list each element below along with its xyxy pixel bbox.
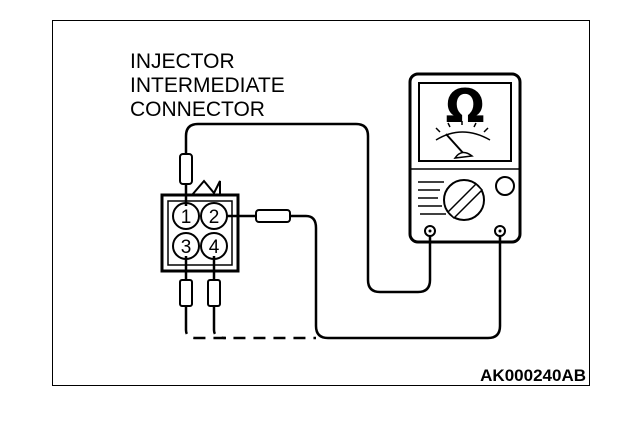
title-line-3: CONNECTOR: [130, 98, 265, 121]
harness-terminal-4: [207, 279, 221, 307]
meter-display: [418, 82, 512, 162]
harness-continuation: [184, 322, 316, 340]
ohmmeter: [408, 72, 522, 244]
injector-connector: [160, 179, 240, 273]
test-leads: [184, 122, 502, 340]
title-line-2: INTERMEDIATE: [130, 74, 285, 97]
connector-lock-tab: [191, 179, 221, 196]
connector-title: INJECTOR INTERMEDIATE CONNECTOR: [130, 50, 285, 121]
needle-pivot: [453, 151, 474, 159]
pin-4-label: 4: [209, 237, 220, 258]
probe-pin-2: [255, 209, 291, 223]
zero-adjust-knob: [495, 176, 515, 196]
pin-3-label: 3: [181, 237, 192, 258]
harness-dashed-3: [184, 322, 316, 340]
figure-code: AK000240AB: [480, 366, 586, 385]
pin-1-label: 1: [181, 207, 192, 228]
probe-pin-1: [179, 153, 193, 185]
probes: [179, 153, 291, 307]
harness-terminal-3: [179, 279, 193, 307]
pin-2-label: 2: [209, 207, 220, 228]
ohm-symbol: Ω: [445, 79, 484, 133]
title-line-1: INJECTOR: [130, 50, 235, 73]
lead-pin-2-to-meter: [290, 214, 502, 340]
lead-pin-1-to-meter: [184, 122, 432, 294]
harness-dashed-4: [212, 322, 227, 340]
meter-needle: [445, 133, 465, 155]
meter-scale: [435, 131, 491, 141]
dial-pointer: [446, 182, 484, 220]
